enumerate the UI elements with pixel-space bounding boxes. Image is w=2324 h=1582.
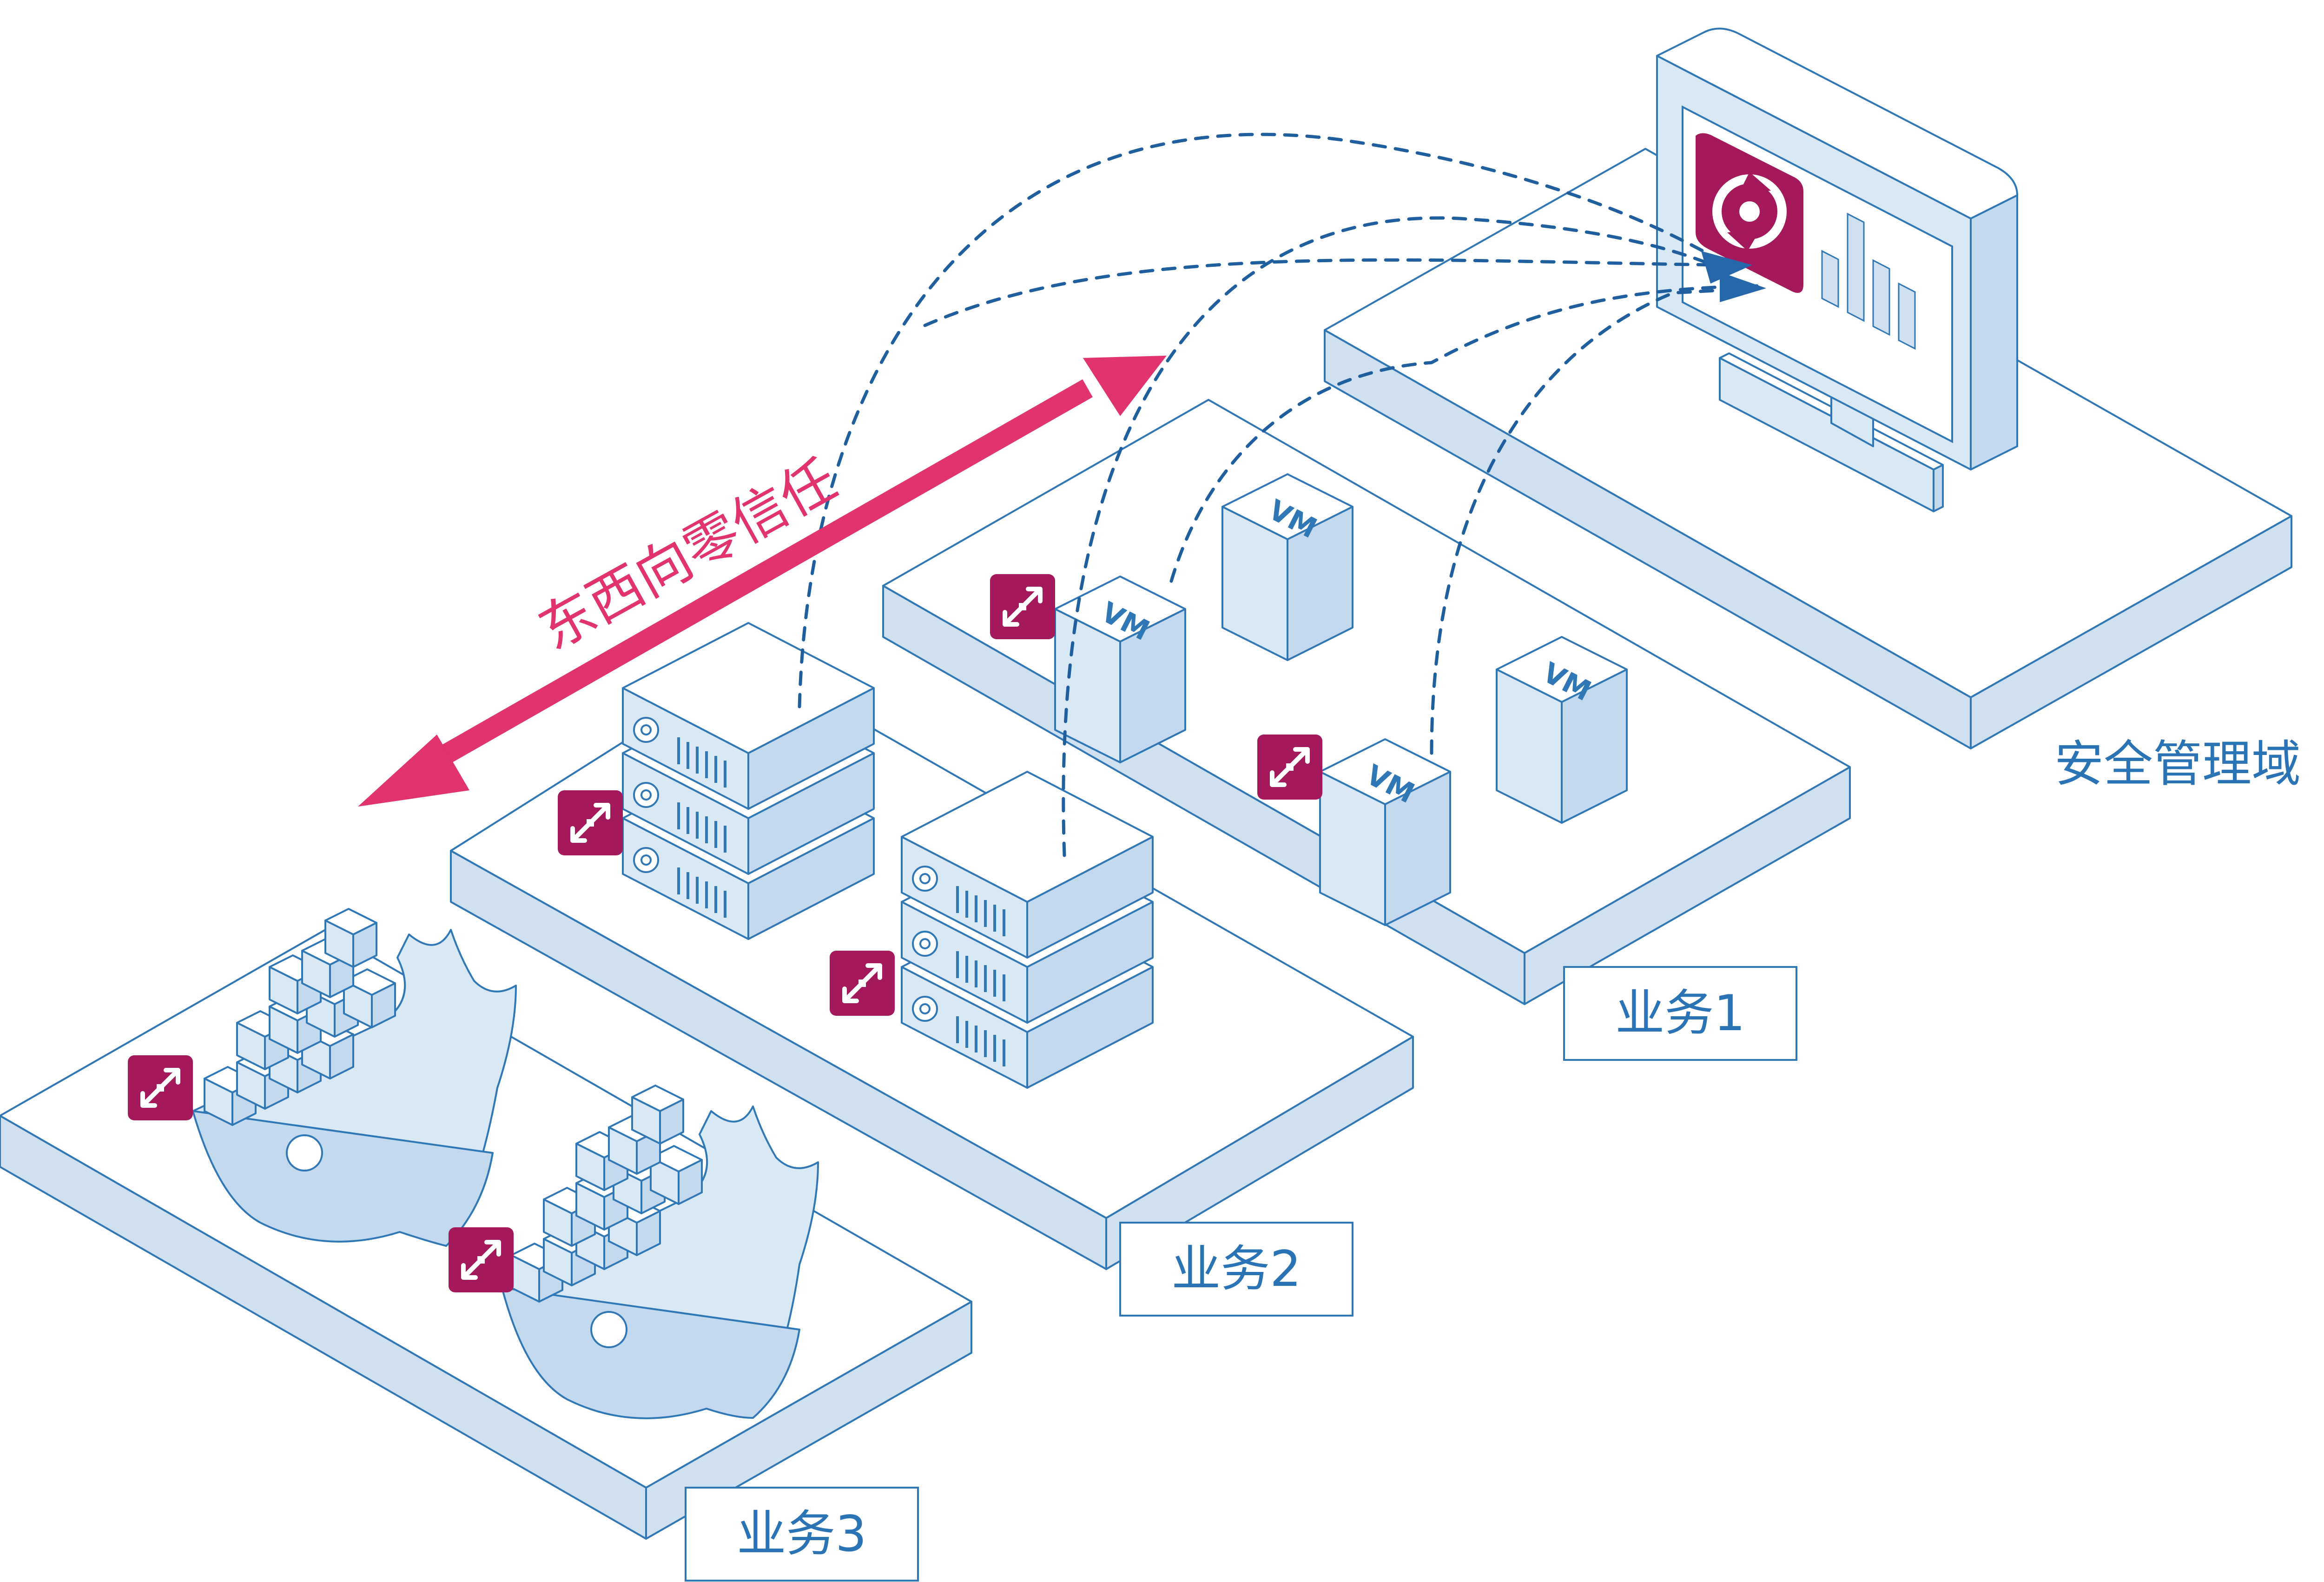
vm-cube-icon: VM [1221, 473, 1353, 661]
agent-badge-icon [830, 951, 895, 1016]
zone-2-label-text: 业务2 [1171, 1240, 1301, 1297]
zone-2-label: 业务2 [1119, 1222, 1353, 1317]
vm-cube-icon: VM [1054, 576, 1186, 763]
vm-cube-icon: VM [1319, 738, 1451, 926]
agent-badge-icon [1257, 735, 1322, 800]
docker-whale-icon [192, 908, 517, 1247]
traffic-flows [798, 132, 1766, 857]
agent-badge-icon [990, 574, 1055, 639]
docker-whale-icon [501, 1085, 819, 1419]
agent-badge-icon [449, 1227, 514, 1292]
zone-1-label-text: 业务1 [1615, 985, 1745, 1042]
server-icon [902, 772, 1153, 1088]
security-zone-label: 安全管理域 [2054, 735, 2301, 793]
zone-1-label: 业务1 [1563, 966, 1797, 1061]
agent-badge-icon [128, 1055, 193, 1120]
vm-cube-icon: VM [1496, 636, 1628, 824]
monitor-icon [1656, 27, 2018, 512]
zone-3-label-text: 业务3 [737, 1505, 866, 1562]
east-west-arrow [358, 356, 1167, 807]
console-logo-icon [1696, 133, 1803, 293]
server-icon [623, 623, 874, 939]
zone-3-label: 业务3 [685, 1487, 919, 1582]
agent-badge-icon [558, 790, 623, 855]
